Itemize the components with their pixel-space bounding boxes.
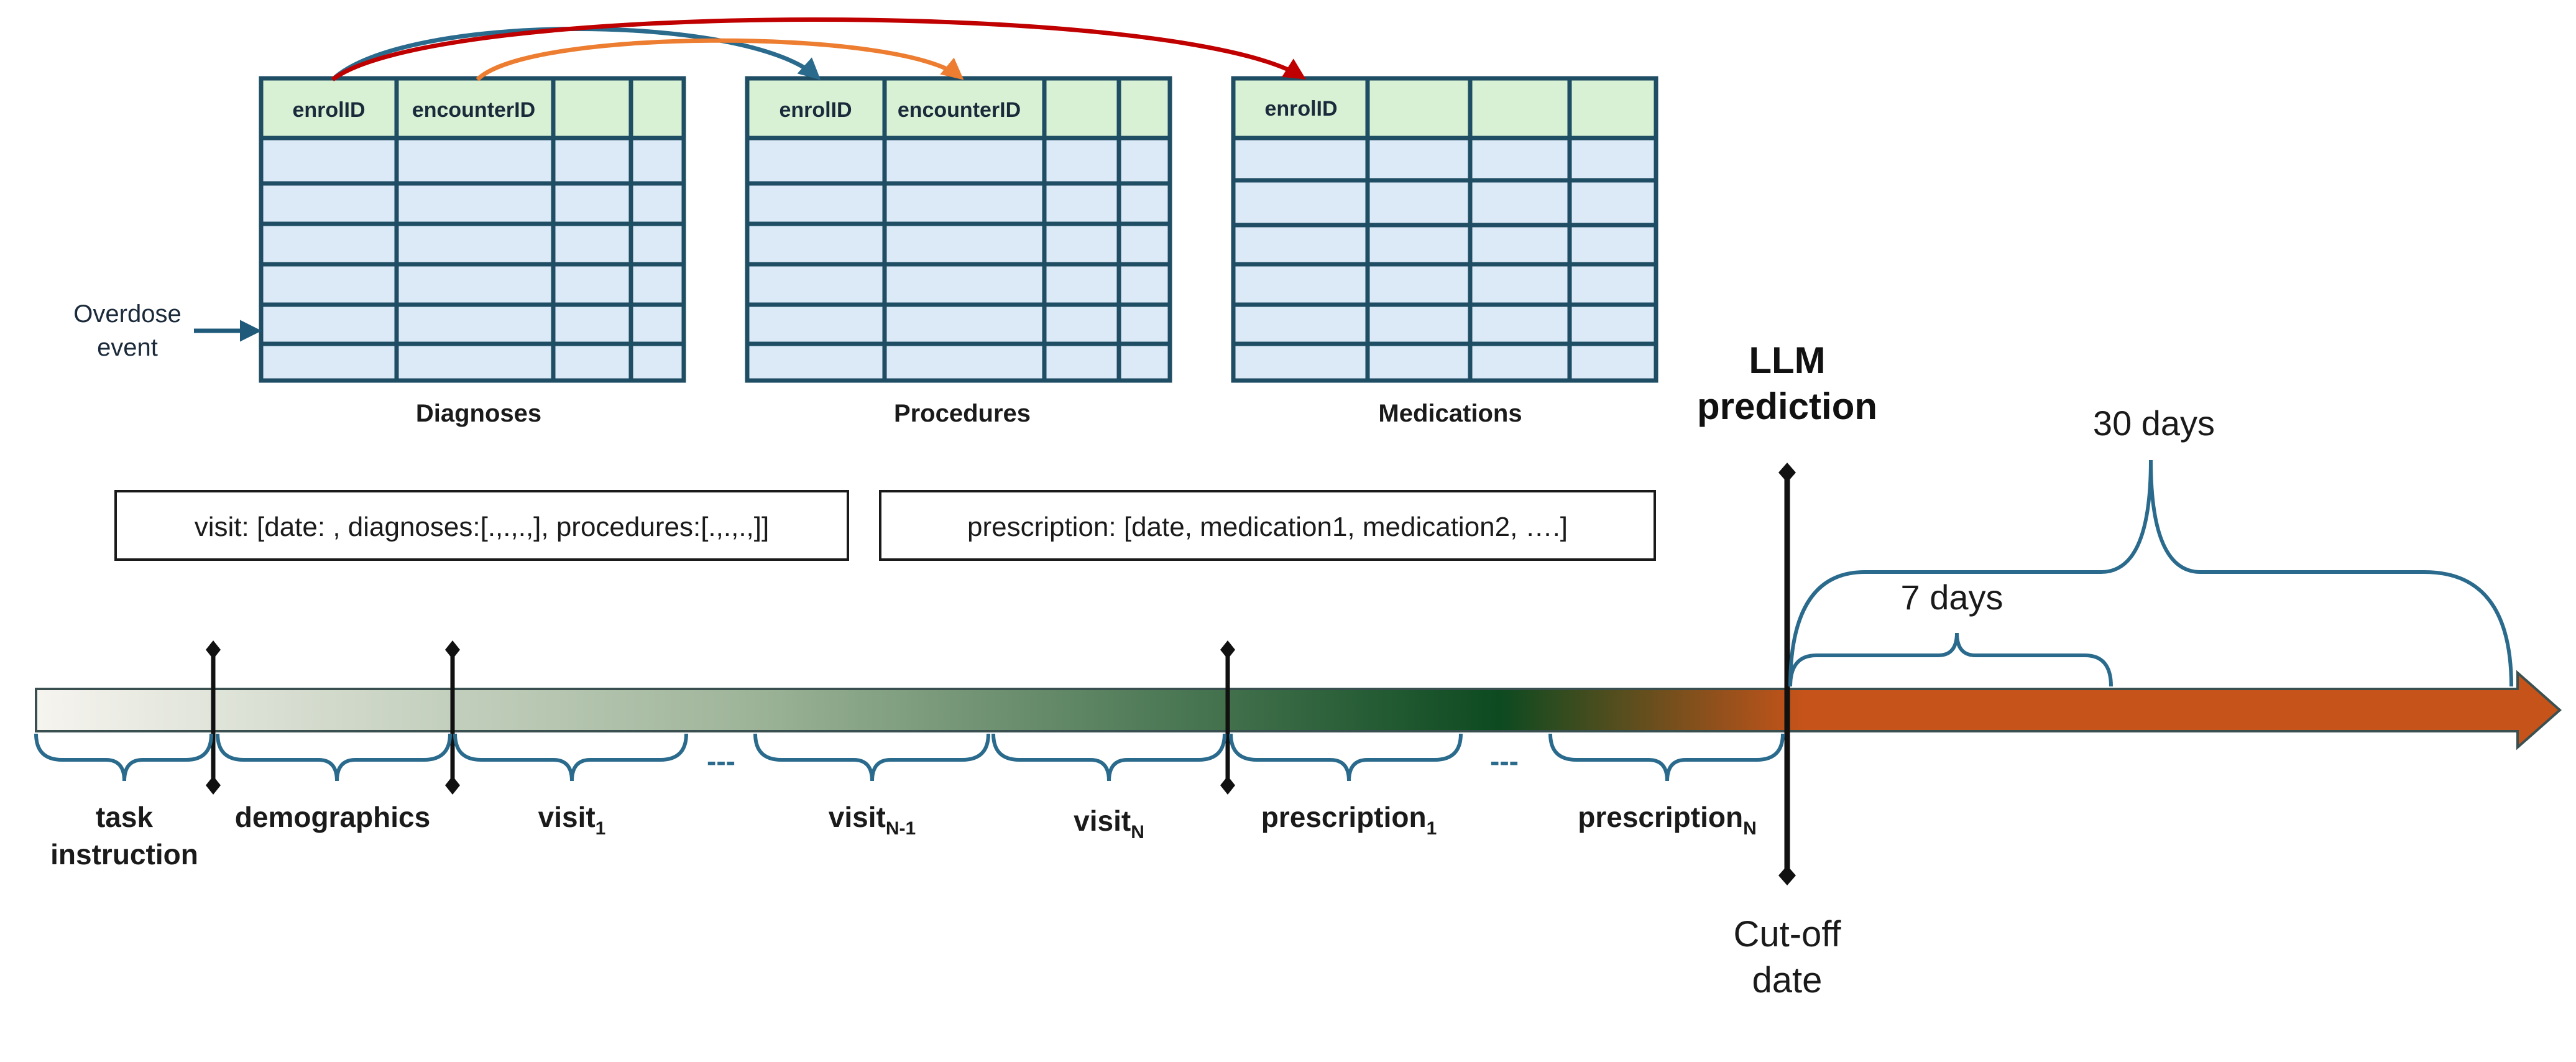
brace-task-instruction	[34, 733, 213, 782]
cutoff-bottom-tip	[1778, 866, 1796, 885]
cutoff-date-label-line1: Cut-off	[1733, 914, 1841, 954]
brace-7-days	[1788, 632, 2113, 687]
window-7-days-label: 7 days	[1901, 578, 2003, 617]
table-body	[747, 138, 1170, 381]
label-visit-n-1: visitN-1	[829, 801, 916, 839]
label-task-instruction-line2: instruction	[50, 838, 198, 870]
brace-demographics	[216, 733, 452, 782]
label-prescription-1: prescription1	[1261, 801, 1437, 839]
brace-visit-1	[453, 733, 688, 782]
label-visit-1: visit1	[538, 801, 606, 839]
overdose-event-label-line1: Overdose	[73, 300, 181, 328]
table-header-row	[747, 78, 1170, 138]
encounterid-link-arrow	[476, 38, 964, 81]
cutoff-date-label-line2: date	[1752, 960, 1823, 1000]
medications-table: enrolID Medications	[1231, 76, 1658, 427]
brace-visit-n	[991, 733, 1226, 782]
table-caption-medications: Medications	[1378, 400, 1522, 427]
label-prescription-n: prescriptionN	[1578, 801, 1757, 839]
llm-prediction-label-line1: LLM	[1749, 339, 1825, 381]
segment-braces	[34, 733, 1785, 782]
header-encounterid: encounterID	[898, 98, 1021, 122]
header-encounterid: encounterID	[412, 98, 535, 122]
table-caption-diagnoses: Diagnoses	[416, 400, 541, 427]
timeline-arrow-bar	[35, 670, 2562, 750]
label-visit-n: visitN	[1074, 805, 1144, 843]
table-caption-procedures: Procedures	[894, 400, 1031, 427]
label-demographics: demographics	[235, 801, 430, 833]
cutoff-top-tip	[1778, 463, 1796, 483]
llm-prediction-label-line2: prediction	[1697, 386, 1877, 427]
ellipsis-prescriptions: ---	[1490, 745, 1519, 777]
procedures-table: enrolID encounterID Procedures	[745, 76, 1172, 427]
header-enrolid: enrolID	[779, 98, 852, 122]
brace-visit-n-1	[753, 733, 990, 782]
prediction-window-braces	[1788, 459, 2513, 687]
overdose-event-label-line2: event	[97, 334, 158, 361]
timeline-marker-tips	[206, 640, 1235, 795]
medication-link-arrow	[331, 17, 1306, 81]
table-header-row	[1233, 78, 1656, 138]
label-task-instruction-line1: task	[96, 801, 153, 833]
timeline-section-markers	[211, 650, 1230, 785]
visit-schema-text: visit: [date: , diagnoses:[.,.,.,], proc…	[195, 512, 769, 542]
brace-prescription-n	[1548, 733, 1785, 782]
enrolid-link-arrow	[331, 27, 821, 81]
prescription-schema-box	[879, 490, 1656, 561]
brace-30-days	[1788, 459, 2513, 687]
diagnoses-table: enrolID encounterID Diagnoses	[259, 76, 686, 427]
header-enrolid: enrolID	[292, 98, 365, 122]
brace-prescription-1	[1229, 733, 1463, 782]
header-enrolid: enrolID	[1264, 97, 1337, 121]
visit-schema-box	[114, 490, 849, 561]
prescription-schema-text: prescription: [date, medication1, medica…	[967, 512, 1568, 542]
table-header-row	[261, 78, 684, 138]
ellipsis-visits: ---	[707, 745, 735, 777]
table-body	[261, 138, 684, 381]
window-30-days-label: 30 days	[2093, 404, 2215, 443]
